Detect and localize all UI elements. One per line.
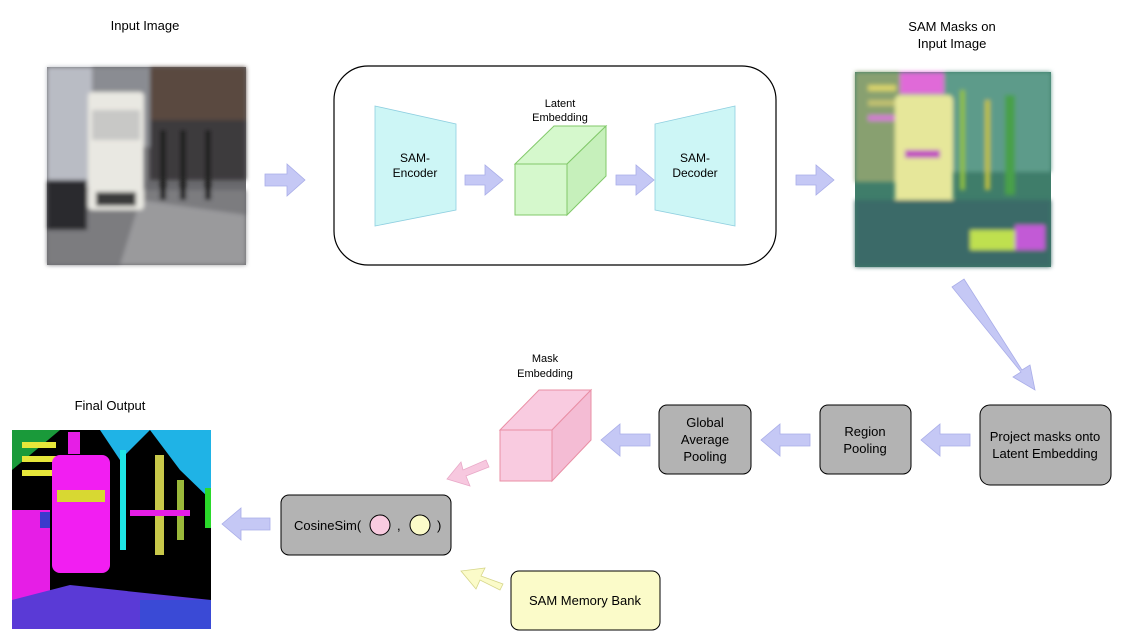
project-masks-box [979, 404, 1112, 486]
final-output-label: Final Output [75, 398, 146, 413]
arrow-encoder-to-latent [464, 164, 504, 196]
project-masks-label-1: Project masks onto [990, 429, 1101, 444]
region-pooling-label-1: Region [844, 424, 885, 439]
arrow-gap-to-mask-embedding [600, 423, 651, 457]
mask-embedding-label-1: Mask [532, 353, 559, 365]
cosine-sim-prefix: CosineSim( [294, 518, 362, 533]
final-output-image [12, 430, 211, 629]
sam-decoder-shape [654, 105, 736, 227]
cosine-sim-pink-circle [369, 514, 391, 536]
sam-memory-bank-label: SAM Memory Bank [529, 593, 641, 608]
cosine-sim-comma: , [397, 518, 401, 533]
arrow-project-to-region [920, 423, 971, 457]
project-masks-label-2: Latent Embedding [992, 446, 1098, 461]
sam-masks-image [855, 72, 1051, 267]
arrow-cosine-to-output [221, 507, 271, 541]
latent-embedding-label-2: Embedding [532, 112, 588, 124]
sam-masks-label-2: Input Image [918, 36, 987, 51]
region-pooling-label-2: Pooling [843, 441, 886, 456]
mask-embedding-cube [498, 388, 593, 483]
sam-encoder-shape [374, 105, 457, 227]
arrow-input-to-encoder [264, 163, 306, 197]
input-image-label: Input Image [111, 18, 180, 33]
arrow-masks-to-project [951, 278, 1036, 391]
sam-encoder-label-1: SAM- [400, 151, 430, 165]
arrow-latent-to-decoder [615, 164, 655, 196]
gap-label-1: Global [686, 415, 724, 430]
arrow-decoder-to-masks [795, 164, 835, 196]
sam-decoder-label-1: SAM- [680, 151, 710, 165]
cosine-sim-yellow-circle [409, 514, 431, 536]
sam-memory-bank-box [510, 570, 661, 631]
sam-decoder-label-2: Decoder [672, 166, 717, 180]
region-pooling-box [819, 404, 912, 475]
arrow-mask-embedding-to-cosine [446, 459, 490, 487]
input-image-photo [47, 67, 246, 265]
latent-embedding-label-1: Latent [545, 98, 576, 110]
arrow-memory-to-cosine [460, 567, 504, 591]
sam-masks-label-1: SAM Masks on [908, 19, 995, 34]
mask-embedding-label-2: Embedding [517, 368, 573, 380]
sam-encoder-label-2: Encoder [393, 166, 438, 180]
gap-label-2: Average [681, 432, 729, 447]
cosine-sim-box [280, 494, 452, 556]
gap-label-3: Pooling [683, 449, 726, 464]
arrow-region-to-gap [760, 423, 811, 457]
global-average-pooling-box [658, 404, 752, 475]
cosine-sim-suffix: ) [437, 518, 441, 533]
latent-embedding-cube [513, 124, 608, 217]
